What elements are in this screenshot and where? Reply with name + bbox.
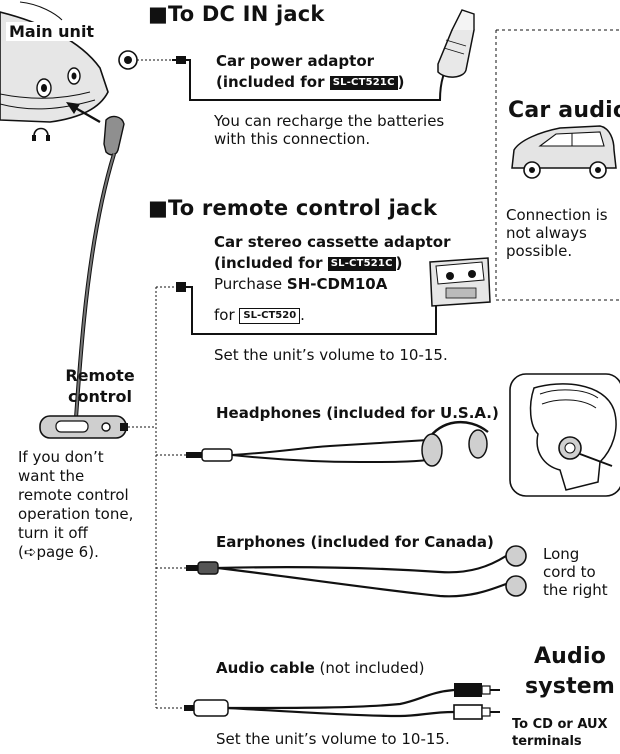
remote-control-label-line: control [68,387,132,406]
dc-jack-connection [118,50,186,70]
model-badge-outline: SL-CT520 [239,307,301,324]
car-audio-note-line: not always [506,224,587,242]
audio-cable-label: Audio cable (not included) [216,659,424,677]
long-cord-note-line: Long [543,545,580,563]
included-prefix: (included for [214,254,323,272]
remote-tone-note-line: operation tone, [18,505,134,523]
earphones-drawing [186,545,527,598]
cassette-adaptor-included: (included for SL-CT521C) [214,254,403,272]
audio-cable-label-bold: Audio cable [216,659,315,677]
page-reference-text[interactable]: page 6). [36,543,99,561]
purchase-for: for [214,306,235,324]
dc-in-heading: ■To DC IN jack [148,2,325,26]
headphone-jack-icon [32,127,50,141]
recharge-note: You can recharge the batteries with this… [214,112,494,148]
car-power-adaptor-label: Car power adaptor [216,52,375,70]
audio-cable-label-normal: (not included) [319,659,425,677]
car-audio-box [495,29,620,301]
remote-control-drawing [39,415,128,439]
car-icon [511,125,617,179]
page-reference-icon: ➪ [23,543,37,561]
cassette-adaptor-drawing [176,257,491,335]
cassette-volume-note: Set the unit’s volume to 10-15. [214,346,448,364]
car-audio-note-line: Connection is [506,206,608,224]
purchase-suffix: . [300,306,305,324]
audio-system-title-line: system [524,674,616,699]
audio-system-note-line: To CD or AUX [512,717,608,732]
main-cable [74,115,125,419]
headphones-label: Headphones (included for U.S.A.) [216,404,499,422]
model-badge: SL-CT521C [327,256,396,271]
cassette-adaptor-label: Car stereo cassette adaptor [214,233,451,251]
car-power-adaptor-included: (included for SL-CT521C) [216,73,405,91]
remote-jack-heading-text: To remote control jack [168,196,438,220]
included-suffix: ) [395,254,403,272]
remote-dotted-bus [128,286,186,709]
remote-tone-note: If you don’t want the remote control ope… [18,448,148,562]
included-prefix: (included for [216,73,325,91]
car-audio-note: Connection is not always possible. [506,206,620,260]
remote-control-label: Remote control [60,365,140,407]
audio-system-note: To CD or AUX terminals [512,716,608,750]
long-cord-note-line: cord to [543,563,596,581]
earphones-label: Earphones (included for Canada) [216,533,494,551]
included-suffix: ) [397,73,405,91]
remote-tone-note-line: turn it off [18,524,88,542]
remote-tone-note-line: want the [18,467,85,485]
recharge-note-line: You can recharge the batteries [214,112,445,130]
audio-cable-drawing [184,683,500,720]
purchase-line: Purchase SH-CDM10A [214,275,387,293]
insert-arrow-icon [66,102,101,124]
long-cord-note-line: the right [543,581,608,599]
remote-tone-note-line: If you don’t [18,448,104,466]
recharge-note-line: with this connection. [214,130,371,148]
car-audio-title: Car audio [508,98,620,123]
car-power-adaptor-drawing [186,9,475,101]
main-unit-drawing [0,1,109,123]
remote-tone-note-line: remote control [18,486,129,504]
audio-system-title-line: Audio [533,644,607,669]
headphone-wearer-illustration [509,373,620,497]
main-unit-label: Main unit [6,22,98,41]
audio-system-title: Audio system [520,642,620,702]
remote-tone-note-line: (➪page 6). [18,543,148,562]
purchase-prefix: Purchase [214,275,283,293]
remote-control-label-line: Remote [65,366,135,385]
purchase-for-line: for SL-CT520. [214,306,305,324]
model-badge: SL-CT521C [329,75,398,90]
long-cord-note: Long cord to the right [543,545,620,599]
car-audio-note-line: possible. [506,242,573,260]
paren-open: ( [18,543,24,561]
dc-in-heading-text: To DC IN jack [168,2,325,26]
headphones-drawing [186,420,489,467]
audio-system-note-line: terminals [512,734,582,749]
audio-cable-volume-note: Set the unit’s volume to 10-15. [216,730,450,748]
purchase-model: SH-CDM10A [286,275,388,293]
remote-jack-heading: ■To remote control jack [148,196,438,220]
